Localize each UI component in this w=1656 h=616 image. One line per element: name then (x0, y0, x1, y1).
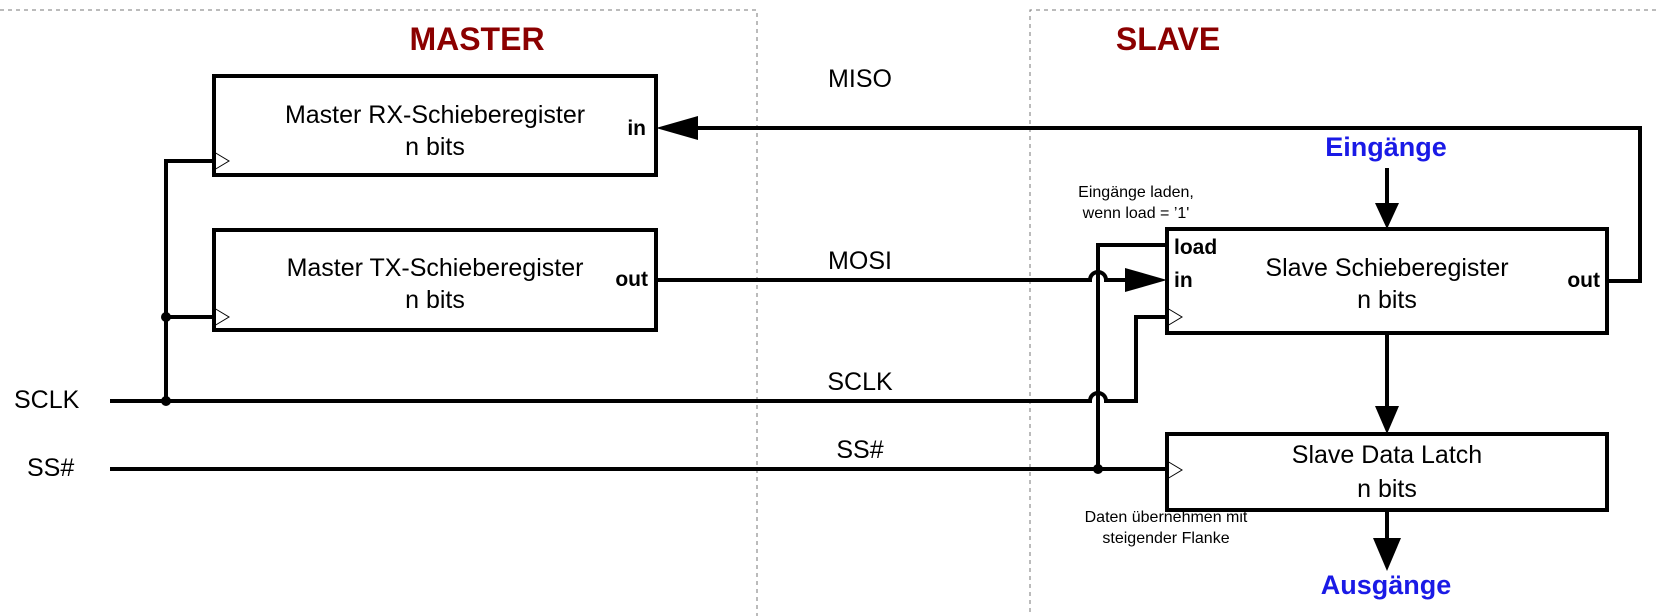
sclk-label: SCLK (827, 368, 893, 396)
load-note-line2: wenn load = ’1' (1082, 205, 1190, 222)
master-rx-label-line1: Master RX-Schieberegister (285, 101, 585, 129)
section-dividers (0, 9, 1656, 616)
sclk-junction-dot (161, 396, 171, 406)
slave-shift-label-line2: n bits (1357, 286, 1417, 314)
outputs-arrowhead (1373, 538, 1401, 571)
master-tx-port-out: out (615, 268, 648, 291)
inputs-arrowhead (1375, 203, 1399, 229)
ss-junction-dot (1093, 464, 1103, 474)
wires (110, 126, 1642, 545)
sclk-wire (110, 315, 1167, 403)
slave-shift-port-in: in (1174, 269, 1193, 292)
slave-latch-label-line1: Slave Data Latch (1292, 441, 1482, 469)
slave-latch-clock-triangle (1166, 460, 1183, 480)
slave-shift-port-out: out (1567, 269, 1600, 292)
arrowheads (656, 116, 1401, 571)
slave-section-border (1029, 9, 1656, 616)
mosi-label: MOSI (828, 247, 892, 275)
master-clock-bus (164, 159, 214, 401)
master-tx-clock-junction-dot (161, 312, 171, 322)
junctions (161, 312, 1103, 474)
mosi-arrowhead (1125, 268, 1167, 292)
master-rx-clock-triangle (213, 151, 230, 171)
ss-label: SS# (836, 436, 883, 464)
latch-note-line2: steigender Flanke (1102, 530, 1229, 547)
slave-section-title: SLAVE (1116, 21, 1220, 57)
slave-shift-register: Slave Schieberegister n bits load in out (1165, 227, 1609, 335)
master-tx-register-box (212, 228, 658, 332)
master-rx-port-in: in (627, 117, 646, 140)
master-tx-label-line2: n bits (405, 286, 465, 314)
master-section-border (0, 9, 758, 616)
master-tx-register: Master TX-Schieberegister n bits out (212, 228, 658, 332)
mosi-wire (656, 270, 1128, 282)
master-rx-register-box (212, 74, 658, 177)
slave-data-latch: Slave Data Latch n bits (1165, 432, 1609, 512)
miso-label: MISO (828, 65, 892, 93)
master-tx-label-line1: Master TX-Schieberegister (287, 254, 584, 282)
miso-wire (686, 126, 1642, 283)
master-rx-register: Master RX-Schieberegister n bits in (212, 74, 658, 177)
sclk-input-label: SCLK (14, 386, 80, 414)
slave-shift-port-load: load (1174, 236, 1217, 259)
slave-shift-label-line1: Slave Schieberegister (1265, 254, 1508, 282)
load-note-line1: Eingänge laden, (1078, 184, 1194, 201)
miso-arrowhead (656, 116, 698, 140)
outputs-heading: Ausgänge (1321, 570, 1452, 600)
master-section-title: MASTER (409, 21, 544, 57)
master-tx-clock-triangle (213, 307, 230, 327)
master-rx-label-line2: n bits (405, 133, 465, 161)
slave-shift-register-box (1165, 227, 1609, 335)
shift-to-latch-arrowhead (1375, 406, 1399, 434)
latch-note-line1: Daten übernehmen mit (1085, 509, 1248, 526)
slave-shift-clock-triangle (1166, 307, 1183, 327)
slave-latch-label-line2: n bits (1357, 475, 1417, 503)
ss-load-wire (1096, 243, 1167, 469)
ss-input-label: SS# (27, 454, 74, 482)
inputs-heading: Eingänge (1325, 132, 1447, 162)
